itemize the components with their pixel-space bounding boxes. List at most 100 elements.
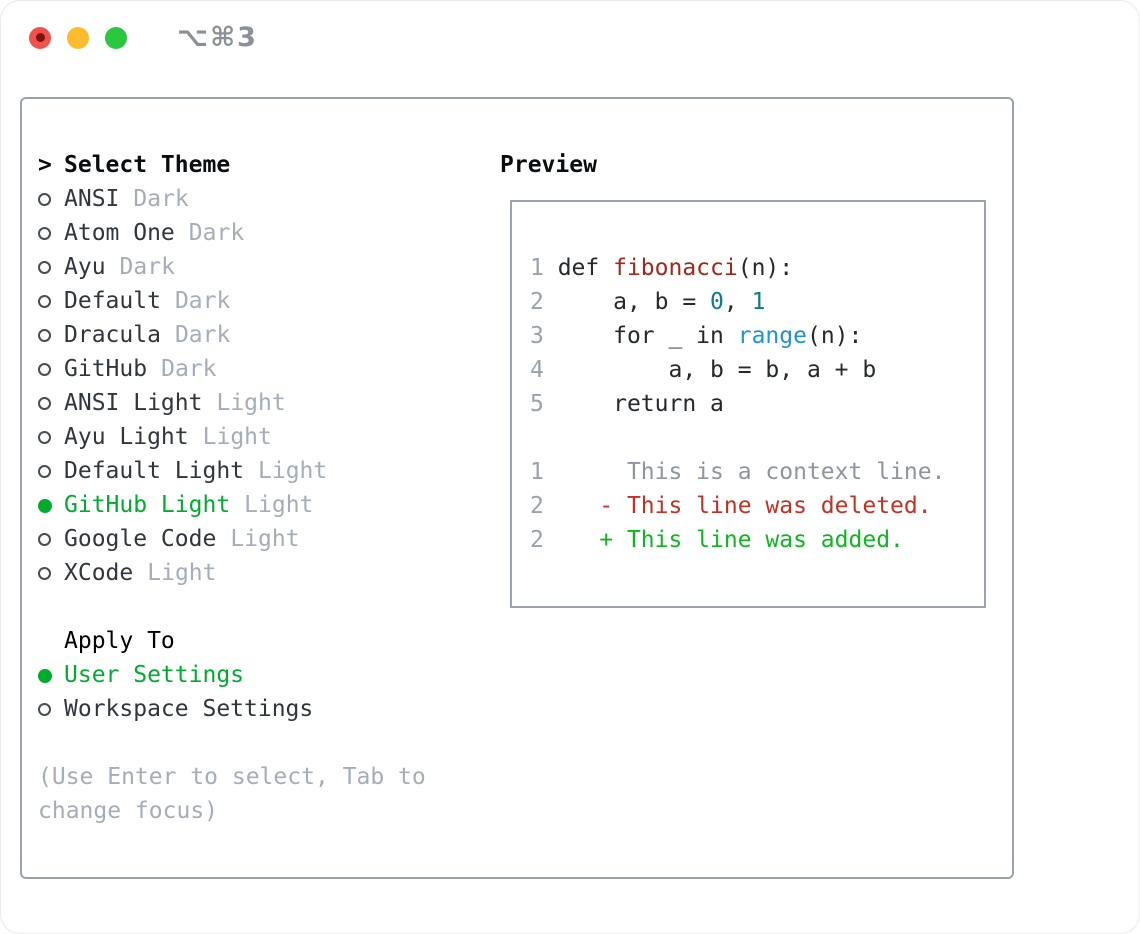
radio-unselected-icon bbox=[38, 295, 51, 308]
radio-unselected-icon bbox=[38, 465, 51, 478]
option-variant-tag: Light bbox=[230, 526, 300, 552]
preview-code-line: 1 def fibonacci(n): bbox=[530, 251, 984, 285]
preview-code-line: 3 for _ in range(n): bbox=[530, 319, 984, 353]
option-variant-tag: Light bbox=[244, 492, 314, 518]
option-label: Google Code bbox=[64, 526, 217, 552]
code-token-lineno: 2 bbox=[530, 527, 544, 553]
code-token-del: - This line was deleted. bbox=[543, 493, 932, 519]
radio-col bbox=[38, 492, 64, 518]
code-token-builtin: range bbox=[737, 323, 807, 349]
code-token-lineno: 5 bbox=[530, 391, 558, 417]
option-label: User Settings bbox=[64, 662, 245, 688]
maximize-button[interactable] bbox=[105, 26, 127, 49]
theme-option[interactable]: Google Code Light bbox=[38, 522, 484, 556]
theme-option[interactable]: Default Dark bbox=[38, 284, 484, 318]
spacer bbox=[38, 590, 484, 624]
radio-unselected-icon bbox=[38, 567, 51, 580]
select-theme-header-row: > Select Theme bbox=[38, 148, 484, 182]
radio-col bbox=[38, 254, 64, 280]
apply-to-header-row: Apply To bbox=[38, 624, 484, 658]
titlebar: ⌥⌘3 bbox=[0, 0, 1140, 75]
apply-to-title: Apply To bbox=[64, 628, 175, 654]
code-token-plain: a, b = b, a + b bbox=[557, 357, 877, 383]
option-variant-tag: Dark bbox=[174, 288, 231, 314]
option-label: Default Light bbox=[64, 458, 245, 484]
theme-option[interactable]: ANSI Dark bbox=[38, 182, 484, 216]
code-token-lineno: 2 bbox=[530, 289, 558, 315]
code-token-plain: , bbox=[723, 289, 752, 315]
code-token-plain: (n): bbox=[806, 323, 863, 349]
code-token-lineno: 1 bbox=[530, 459, 544, 485]
option-variant-tag: Light bbox=[258, 458, 328, 484]
radio-col bbox=[38, 424, 64, 450]
preview-title: Preview bbox=[500, 152, 597, 178]
option-label: Default bbox=[64, 288, 161, 314]
radio-unselected-icon bbox=[38, 431, 51, 444]
code-token-plain: def bbox=[557, 255, 614, 281]
code-token-add: + This line was added. bbox=[543, 527, 904, 553]
radio-unselected-icon bbox=[38, 397, 51, 410]
code-token-lineno: 1 bbox=[530, 255, 558, 281]
option-variant-tag: Dark bbox=[161, 356, 217, 382]
option-label: ANSI Light bbox=[64, 390, 203, 416]
option-variant-tag: Dark bbox=[133, 186, 189, 212]
radio-col bbox=[38, 186, 64, 212]
option-label: Dracula bbox=[64, 322, 161, 348]
select-theme-title: Select Theme bbox=[64, 152, 231, 178]
code-token-func: fibonacci bbox=[613, 255, 738, 281]
option-label: ANSI bbox=[64, 186, 120, 212]
theme-option[interactable]: Default Light Light bbox=[38, 454, 484, 488]
code-token-lineno: 2 bbox=[530, 493, 544, 519]
option-variant-tag: Light bbox=[202, 424, 272, 450]
theme-option[interactable]: ANSI Light Light bbox=[38, 386, 484, 420]
cursor-chevron-icon: > bbox=[38, 152, 52, 178]
radio-col bbox=[38, 458, 64, 484]
preview-code-line: 2 a, b = 0, 1 bbox=[530, 285, 984, 319]
code-token-num: 0 bbox=[710, 289, 724, 315]
option-variant-tag: Dark bbox=[119, 254, 175, 280]
spacer bbox=[38, 726, 484, 760]
option-label: XCode bbox=[64, 560, 134, 586]
preview-code-line: 4 a, b = b, a + b bbox=[530, 353, 984, 387]
radio-col bbox=[38, 390, 64, 416]
code-token-plain: for _ in bbox=[557, 323, 738, 349]
radio-unselected-icon bbox=[38, 363, 51, 376]
code-token-num: 1 bbox=[751, 289, 766, 315]
apply-to-option[interactable]: User Settings bbox=[38, 658, 484, 692]
radio-unselected-icon bbox=[38, 533, 51, 546]
option-label: Ayu bbox=[64, 254, 106, 280]
option-label: GitHub Light bbox=[64, 492, 231, 518]
radio-col bbox=[38, 356, 64, 382]
option-variant-tag: Light bbox=[216, 390, 286, 416]
option-label: GitHub bbox=[64, 356, 148, 382]
minimize-button[interactable] bbox=[67, 26, 89, 49]
apply-to-option[interactable]: Workspace Settings bbox=[38, 692, 484, 726]
theme-option[interactable]: GitHub Dark bbox=[38, 352, 484, 386]
radio-unselected-icon bbox=[38, 261, 51, 274]
radio-col bbox=[38, 696, 64, 722]
preview-code-line: 2 - This line was deleted. bbox=[530, 489, 984, 523]
code-token-plain: (n): bbox=[737, 255, 794, 281]
option-variant-tag: Dark bbox=[174, 322, 231, 348]
code-token-plain: return a bbox=[557, 391, 724, 417]
option-label: Workspace Settings bbox=[64, 696, 314, 722]
theme-option[interactable]: Dracula Dark bbox=[38, 318, 484, 352]
close-button[interactable] bbox=[29, 26, 51, 49]
radio-col bbox=[38, 662, 64, 688]
radio-selected-icon bbox=[38, 668, 52, 683]
option-label: Atom One bbox=[64, 220, 175, 246]
theme-option[interactable]: GitHub Light Light bbox=[38, 488, 484, 522]
close-dot-icon bbox=[35, 33, 45, 42]
theme-option[interactable]: Ayu Dark bbox=[38, 250, 484, 284]
preview-column: Preview 1 def fibonacci(n):2 a, b = 0, 1… bbox=[500, 148, 986, 608]
